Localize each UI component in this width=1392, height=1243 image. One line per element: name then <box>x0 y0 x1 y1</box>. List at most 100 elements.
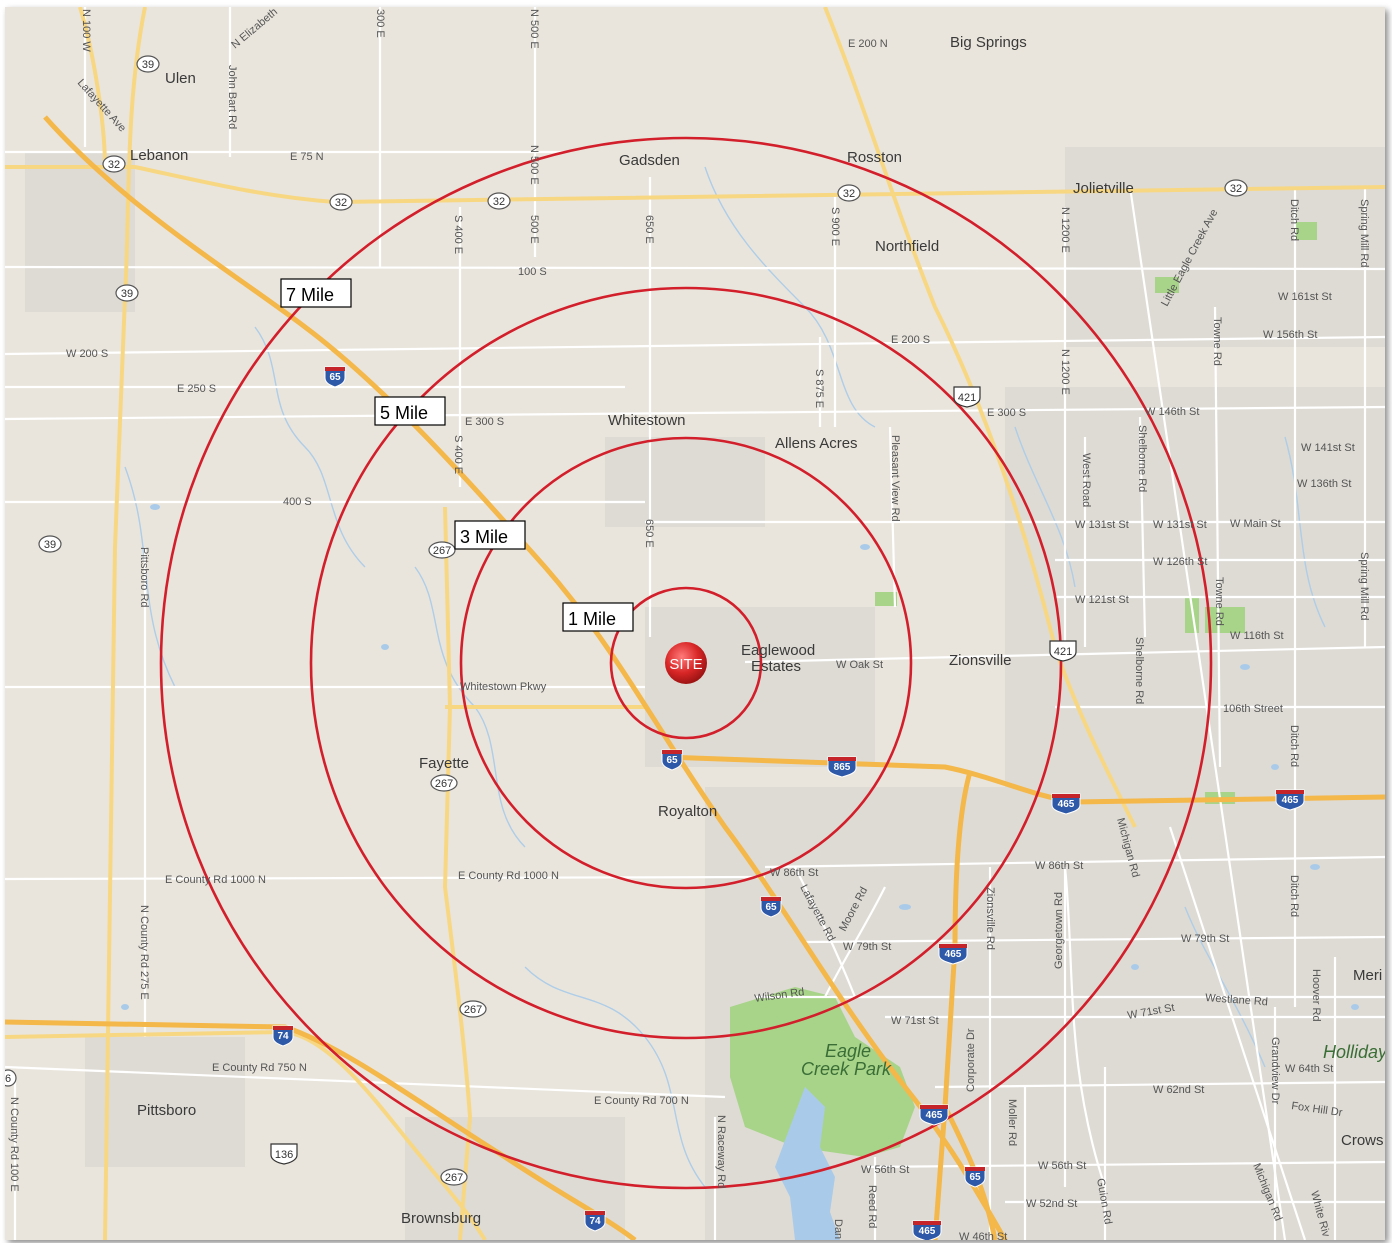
interstate-shield: 74 <box>272 1025 294 1047</box>
road-label: Westlane Rd <box>1205 992 1268 1008</box>
road-label: Hoover Rd <box>1310 969 1322 1022</box>
road-label: W 86th St <box>1035 860 1083 872</box>
svg-text:5 Mile: 5 Mile <box>380 403 428 423</box>
road-label: E County Rd 1000 N <box>165 874 266 886</box>
place-label: Zionsville <box>949 652 1012 669</box>
svg-text:3 Mile: 3 Mile <box>460 527 508 547</box>
road-label: W 131st St <box>1075 519 1129 531</box>
eagle-creek-reservoir <box>775 1087 840 1240</box>
road-label: S 400 E <box>452 435 464 474</box>
state-route-shield: 6 <box>5 1069 17 1087</box>
road-label: E 75 N <box>290 151 324 163</box>
site-marker-label: SITE <box>669 656 702 673</box>
road-label: W Main St <box>1230 518 1281 530</box>
road-label: W Oak St <box>836 659 883 671</box>
road-label: W 200 S <box>66 348 108 360</box>
road-label: Grandview Dr <box>1269 1037 1281 1105</box>
road-label: Shelborne Rd <box>1133 637 1145 704</box>
road-label: 500 E <box>528 215 540 244</box>
road-label: W 71st St <box>891 1015 939 1027</box>
place-label: Whitestown <box>608 412 686 429</box>
road-label: Shelborne Rd <box>1136 425 1148 492</box>
map-frame[interactable]: Big Springs Ulen Lebanon Gadsden Rosston… <box>5 7 1385 1240</box>
road-label: Spring Mill Rd <box>1358 199 1370 267</box>
svg-text:267: 267 <box>433 545 451 557</box>
site-marker[interactable]: SITE <box>665 642 707 684</box>
road-label: N 500 E <box>528 9 540 49</box>
interstate-shield: 465 <box>1275 789 1305 811</box>
road-label: W 126th St <box>1153 556 1207 568</box>
state-route-shield: 32 <box>837 184 861 202</box>
road-label: E 300 S <box>465 416 504 428</box>
state-route-shield: 32 <box>102 155 126 173</box>
site-marker-circle[interactable] <box>665 642 707 684</box>
road-label: Towne Rd <box>1211 317 1223 366</box>
ring-labels: 7 Mile 5 Mile 3 Mile 1 Mile <box>280 278 634 632</box>
interstate-shield: 465 <box>1051 793 1081 815</box>
radius-ring-5-mile <box>309 286 1063 1040</box>
road-label: W 141st St <box>1301 442 1355 454</box>
park-label-line2: Creek Park <box>801 1059 892 1079</box>
us-route-shield: 421 <box>953 386 981 408</box>
place-label: Jolietville <box>1073 180 1134 197</box>
road-label: Whitestown Pkwy <box>460 681 547 693</box>
svg-text:465: 465 <box>945 949 962 960</box>
svg-text:39: 39 <box>121 288 133 300</box>
radius-ring-1-mile <box>609 586 763 740</box>
state-route-shield: 39 <box>136 55 160 73</box>
road-label: W 46th St <box>959 1231 1007 1240</box>
state-route-shield: 39 <box>38 535 62 553</box>
ring-label-1-mile: 1 Mile <box>562 602 634 632</box>
road-label: Ditch Rd <box>1288 725 1300 767</box>
road-label: W 146th St <box>1145 406 1199 418</box>
place-label: Pittsboro <box>137 1102 196 1119</box>
svg-text:74: 74 <box>277 1031 289 1042</box>
svg-text:32: 32 <box>843 188 855 200</box>
road-label: Ditch Rd <box>1288 199 1300 241</box>
road-label: W 64th St <box>1285 1063 1333 1075</box>
svg-text:267: 267 <box>464 1004 482 1016</box>
road-label: 650 E <box>643 215 655 244</box>
road-label: Pittsboro Rd <box>138 547 150 608</box>
road-label: N 100 W <box>80 9 92 52</box>
road-label: W 136th St <box>1297 478 1351 490</box>
road-label: W 79th St <box>1181 933 1229 945</box>
road-label: Pleasant View Rd <box>889 435 901 522</box>
place-label: Allens Acres <box>775 435 858 452</box>
road-label: Dan <box>832 1219 844 1239</box>
us-route-shields: 421 421 136 <box>270 386 1077 1165</box>
road-label: E County Rd 1000 N <box>458 870 559 882</box>
place-label: Holliday <box>1323 1042 1385 1062</box>
interstate-shield: 465 <box>919 1104 949 1126</box>
road-label: E 250 S <box>177 383 216 395</box>
road-label: Towne Rd <box>1213 577 1225 626</box>
us-route-shield: 136 <box>270 1143 298 1165</box>
interstate-shield: 465 <box>938 943 968 965</box>
place-labels: Big Springs Ulen Lebanon Gadsden Rosston… <box>130 34 1385 1227</box>
road-label: Reed Rd <box>866 1185 878 1228</box>
road-label: 400 S <box>283 496 312 508</box>
ring-label-7-mile: 7 Mile <box>280 278 352 308</box>
svg-text:65: 65 <box>329 372 341 383</box>
road-label: Corporate Dr <box>965 1028 977 1092</box>
road-label: E 300 S <box>987 407 1026 419</box>
road-label: W 131st St <box>1153 519 1207 531</box>
state-route-shield: 32 <box>329 193 353 211</box>
road-label: Zionsville Rd <box>984 887 996 950</box>
water-features <box>121 504 1359 1240</box>
place-label: Northfield <box>875 238 939 255</box>
map-canvas[interactable]: Big Springs Ulen Lebanon Gadsden Rosston… <box>5 7 1385 1240</box>
road-label: N County Rd 275 E <box>138 905 150 1000</box>
road-label: E 200 N <box>848 38 888 50</box>
place-label: Lebanon <box>130 147 188 164</box>
interstate-shield: 74 <box>584 1210 606 1232</box>
us-route-shield: 421 <box>1049 640 1077 662</box>
road-label: W 121st St <box>1075 594 1129 606</box>
svg-text:421: 421 <box>1054 646 1072 658</box>
svg-text:65: 65 <box>666 755 678 766</box>
svg-text:421: 421 <box>958 392 976 404</box>
road-label: N County Rd 100 E <box>8 1097 20 1192</box>
road-label: Moller Rd <box>1006 1099 1018 1146</box>
svg-text:1 Mile: 1 Mile <box>568 609 616 629</box>
road-label: S 400 E <box>452 215 464 254</box>
